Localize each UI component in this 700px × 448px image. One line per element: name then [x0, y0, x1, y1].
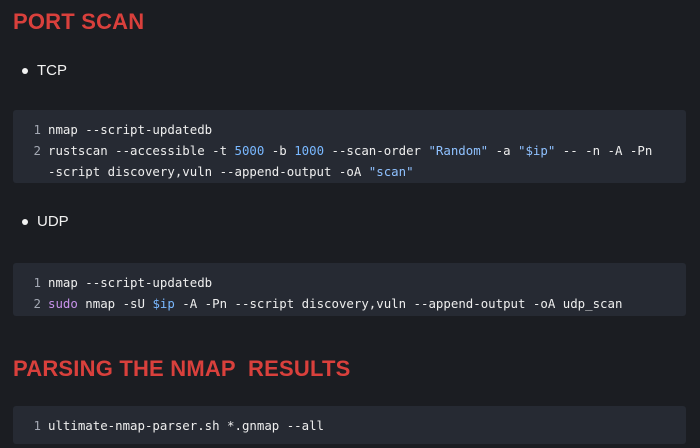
code-line: 1 nmap --script-updatedb	[13, 272, 686, 293]
code-variable: $ip	[152, 296, 175, 311]
section-heading-port-scan: PORT SCAN	[13, 9, 145, 34]
code-line: 1 nmap --script-updatedb	[13, 119, 686, 140]
bullet-label: UDP	[37, 213, 69, 230]
code-token: nmap -sU	[77, 296, 153, 311]
code-line: 2 sudo nmap -sU $ip -A -Pn --script disc…	[13, 293, 686, 314]
code-number: 1000	[294, 143, 325, 158]
code-string: "scan"	[368, 164, 414, 179]
code-token: -a	[488, 143, 518, 158]
code-line: 1 ultimate-nmap-parser.sh *.gnmap --all	[13, 415, 686, 436]
code-token: -- -n -A -Pn	[555, 143, 653, 158]
code-text: ultimate-nmap-parser.sh *.gnmap --all	[48, 418, 325, 433]
code-keyword: sudo	[48, 296, 78, 311]
code-line: 2 rustscan --accessible -t 5000 -b 1000 …	[13, 140, 686, 161]
code-block-parse[interactable]: 1 ultimate-nmap-parser.sh *.gnmap --all	[13, 406, 686, 444]
bullet-tcp: TCP	[22, 62, 67, 79]
bullet-dot-icon	[22, 218, 28, 225]
code-token: rustscan --accessible -t	[48, 143, 235, 158]
bullet-label: TCP	[37, 62, 67, 79]
code-string: "Random"	[428, 143, 489, 158]
code-block-udp[interactable]: 1 nmap --script-updatedb 2 sudo nmap -sU…	[13, 263, 686, 316]
line-number: 1	[33, 418, 41, 433]
code-block-tcp[interactable]: 1 nmap --script-updatedb 2 rustscan --ac…	[13, 110, 686, 183]
line-number: 1	[33, 275, 41, 290]
code-text: nmap --script-updatedb	[48, 275, 213, 290]
code-token: -b	[264, 143, 295, 158]
section-heading-parsing: PARSING THE NMAP RESULTS	[13, 356, 351, 381]
code-line: -script discovery,vuln --append-output -…	[13, 161, 686, 182]
bullet-udp: UDP	[22, 213, 69, 230]
code-token: -script discovery,vuln --append-output -…	[48, 164, 369, 179]
code-text: nmap --script-updatedb	[48, 122, 213, 137]
code-token: --scan-order	[324, 143, 429, 158]
code-text: rustscan --accessible -t 5000 -b 1000 --…	[48, 140, 652, 161]
line-number: 2	[33, 296, 41, 311]
line-number: 2	[33, 143, 41, 158]
code-text: sudo nmap -sU $ip -A -Pn --script discov…	[48, 293, 622, 314]
code-string: "$ip"	[518, 143, 556, 158]
code-number: 5000	[234, 143, 265, 158]
code-token: -A -Pn --script discovery,vuln --append-…	[174, 296, 623, 311]
bullet-dot-icon	[22, 67, 28, 74]
line-number	[13, 161, 48, 182]
line-number: 1	[33, 122, 41, 137]
code-text: -script discovery,vuln --append-output -…	[48, 161, 414, 182]
